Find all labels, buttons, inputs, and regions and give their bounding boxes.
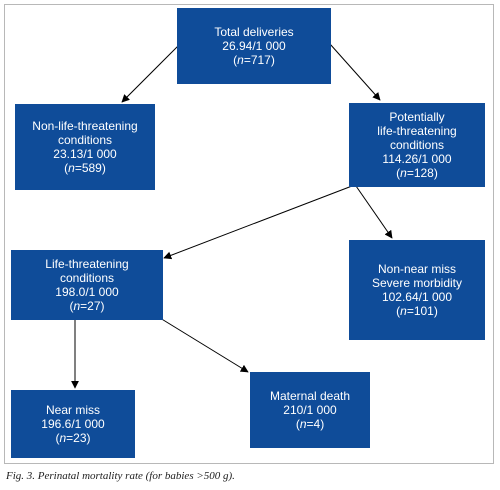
node-title: Near miss xyxy=(45,403,100,417)
node-title: life-threatening xyxy=(377,124,457,138)
node-potentially-life-threatening: Potentially life-threatening conditions … xyxy=(349,103,485,187)
node-title: Total deliveries xyxy=(214,25,294,39)
node-rate: 102.64/1 000 xyxy=(381,290,453,304)
node-count: (n=101) xyxy=(396,304,438,318)
node-count: (n=4) xyxy=(295,417,325,431)
node-title: Life-threatening xyxy=(45,257,129,271)
arrow-total-to-potential xyxy=(329,43,381,101)
node-title: Non-life-threatening xyxy=(32,119,138,133)
node-title: conditions xyxy=(59,271,115,285)
node-count: (n=23) xyxy=(55,431,91,445)
node-rate: 26.94/1 000 xyxy=(222,39,286,53)
node-total-deliveries: Total deliveries 26.94/1 000 (n=717) xyxy=(177,8,331,84)
node-rate: 114.26/1 000 xyxy=(382,152,452,166)
figure-caption: Fig. 3. Perinatal mortality rate (for ba… xyxy=(6,470,235,482)
node-title: Non-near miss xyxy=(377,262,457,276)
node-rate: 23.13/1 000 xyxy=(53,147,117,161)
node-title: Potentially xyxy=(389,110,445,124)
node-near-miss: Near miss 196.6/1 000 (n=23) xyxy=(11,390,135,458)
node-title: conditions xyxy=(389,138,445,152)
node-count: (n=717) xyxy=(233,53,275,67)
node-rate: 196.6/1 000 xyxy=(41,417,105,431)
node-maternal-death: Maternal death 210/1 000 (n=4) xyxy=(250,372,370,448)
node-rate: 210/1 000 xyxy=(283,403,337,417)
arrow-potential-to-life xyxy=(163,185,353,260)
node-non-life-threatening: Non-life-threatening conditions 23.13/1 … xyxy=(15,104,155,190)
arrow-total-to-nonlife xyxy=(121,43,181,103)
node-title: conditions xyxy=(57,133,113,147)
node-life-threatening: Life-threatening conditions 198.0/1 000 … xyxy=(11,250,163,320)
node-title: Severe morbidity xyxy=(371,276,463,290)
node-count: (n=27) xyxy=(69,299,105,313)
node-count: (n=589) xyxy=(64,161,106,175)
node-title: Maternal death xyxy=(269,389,351,403)
node-rate: 198.0/1 000 xyxy=(55,285,119,299)
arrow-potential-to-nonnear xyxy=(355,185,393,239)
node-count: (n=128) xyxy=(396,166,438,180)
node-non-near-miss: Non-near miss Severe morbidity 102.64/1 … xyxy=(349,240,485,340)
arrow-life-to-death xyxy=(159,317,249,373)
